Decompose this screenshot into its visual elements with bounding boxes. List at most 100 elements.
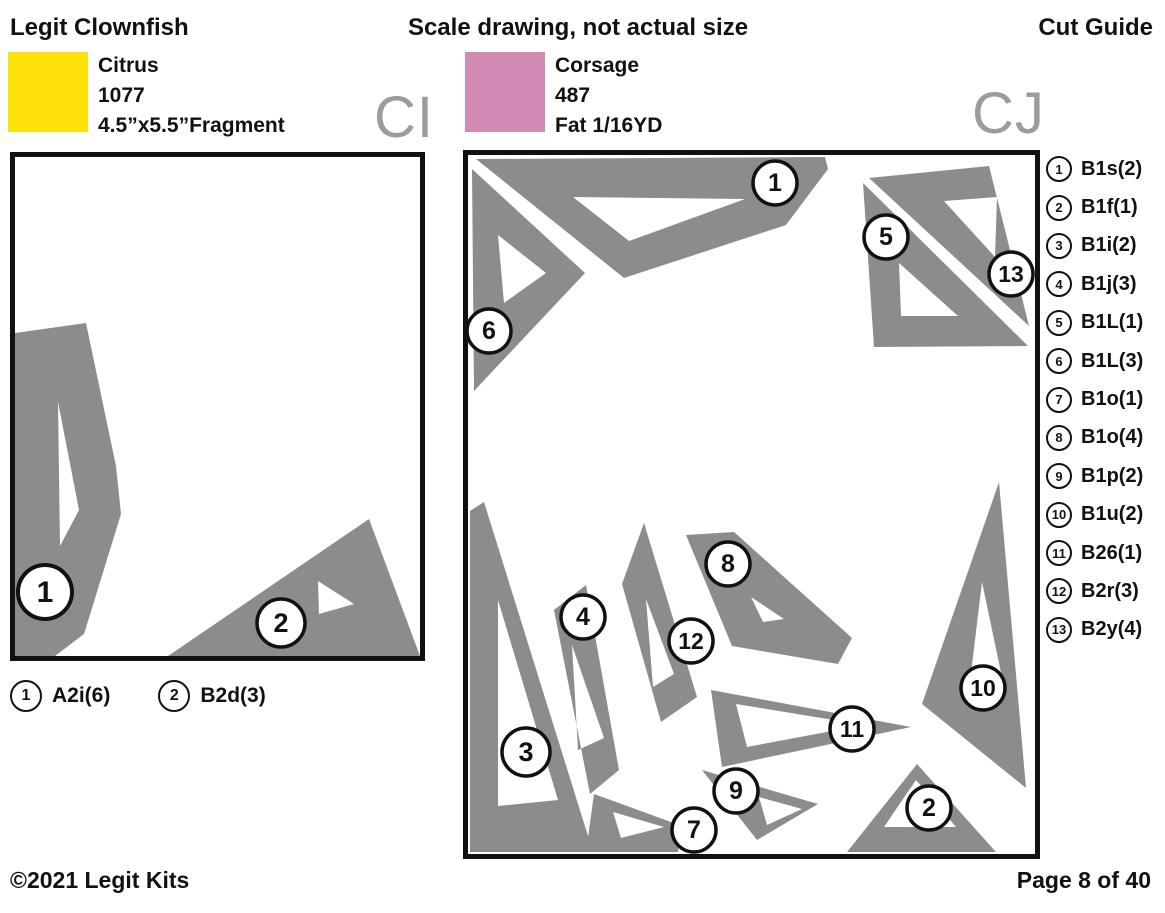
cj-legend-circle: 3 — [1046, 232, 1072, 259]
cj-legend-label: B2y(4) — [1081, 618, 1143, 641]
cj-piece-3-shape — [470, 502, 593, 852]
cj-badge-11: 11 — [828, 705, 876, 753]
fabric-cut: Fat 1/16YD — [555, 114, 663, 137]
fabric-info-corsage: Corsage 487 Fat 1/16YD — [555, 51, 662, 141]
cj-piece-13-shape — [869, 166, 1029, 326]
svg-text:12: 12 — [678, 628, 704, 654]
ci-legend-label-1: A2i(6) — [52, 684, 111, 707]
cj-legend-circle: 12 — [1046, 578, 1072, 605]
svg-text:13: 13 — [998, 261, 1024, 287]
cj-badge-1: 1 — [751, 159, 799, 207]
cj-badge-3: 3 — [500, 726, 552, 778]
cj-legend-circle: 8 — [1046, 424, 1072, 451]
cj-badge-8: 8 — [704, 540, 752, 588]
fabric-swatch-citrus — [8, 52, 88, 132]
cj-piece-10-shape — [922, 482, 1026, 788]
fabric-swatch-corsage — [465, 52, 545, 132]
cj-piece-1-shape — [476, 157, 828, 278]
cj-legend-circle: 7 — [1046, 386, 1072, 413]
cj-legend-circle: 4 — [1046, 271, 1072, 298]
cj-legend-circle: 2 — [1046, 194, 1072, 221]
ci-legend-circle-2: 2 — [158, 680, 191, 712]
ci-badge-2: 2 — [255, 597, 307, 649]
svg-text:8: 8 — [721, 550, 735, 578]
ci-legend-circle-1: 1 — [10, 680, 42, 712]
fabric-name: Citrus — [98, 54, 159, 77]
cj-legend-label: B1f(1) — [1081, 196, 1138, 219]
cj-badge-13: 13 — [987, 250, 1035, 298]
cj-legend-item-1: 1 B1s(2) — [1046, 150, 1143, 188]
cj-legend-item-5: 5 B1L(1) — [1046, 304, 1143, 342]
fabric-name: Corsage — [555, 54, 640, 77]
cj-badge-5: 5 — [862, 213, 910, 261]
cj-badge-7: 7 — [670, 806, 718, 854]
cj-badge-2: 2 — [905, 784, 953, 832]
ci-cut-diagram: 1 2 — [15, 323, 420, 656]
cj-piece-2-shape — [847, 764, 996, 852]
cj-legend: 1 B1s(2) 2 B1f(1) 3 B1i(2) 4 B1j(3) 5 B1… — [1046, 150, 1143, 649]
ci-piece-2-shape — [168, 519, 420, 656]
cj-badge-9: 9 — [712, 767, 760, 815]
cj-badge-12: 12 — [667, 617, 715, 665]
cj-legend-circle: 5 — [1046, 309, 1072, 336]
cj-legend-label: B1L(1) — [1081, 311, 1144, 334]
svg-text:2: 2 — [922, 794, 936, 822]
svg-text:4: 4 — [576, 603, 590, 631]
cj-legend-label: B1L(3) — [1081, 349, 1144, 372]
ci-badge-1: 1 — [16, 563, 74, 621]
cj-legend-label: B26(1) — [1081, 541, 1143, 564]
cj-legend-label: B1o(4) — [1081, 426, 1144, 449]
cj-legend-item-8: 8 B1o(4) — [1046, 419, 1143, 457]
fabric-info-citrus: Citrus 1077 4.5”x5.5”Fragment — [98, 51, 285, 141]
svg-text:11: 11 — [840, 716, 865, 742]
copyright-text: ©2021 Legit Kits — [10, 867, 190, 893]
fabric-number: 487 — [555, 84, 591, 107]
cj-legend-item-7: 7 B1o(1) — [1046, 380, 1143, 418]
fabric-number: 1077 — [98, 84, 145, 107]
cj-legend-label: B1p(2) — [1081, 464, 1144, 487]
cj-legend-label: B1i(2) — [1081, 234, 1137, 257]
cj-legend-circle: 13 — [1046, 616, 1072, 643]
project-title: Legit Clownfish — [10, 14, 189, 41]
cj-legend-label: B2r(3) — [1081, 579, 1139, 602]
cj-legend-item-13: 13 B2y(4) — [1046, 611, 1143, 649]
cj-piece-11-shape — [711, 690, 911, 767]
cj-badge-4: 4 — [559, 593, 607, 641]
cj-piece-4-shape — [554, 585, 619, 794]
cj-legend-label: B1s(2) — [1081, 157, 1143, 180]
ci-cut-panel: 1 2 — [10, 152, 425, 661]
cj-legend-item-4: 4 B1j(3) — [1046, 265, 1143, 303]
section-code-ci: CI — [374, 85, 434, 150]
cj-legend-circle: 9 — [1046, 463, 1072, 490]
cj-badge-10: 10 — [959, 664, 1007, 712]
scale-note: Scale drawing, not actual size — [407, 14, 749, 41]
section-code-cj: CJ — [972, 81, 1045, 146]
page-number: Page 8 of 40 — [1016, 867, 1151, 893]
cj-legend-item-12: 12 B2r(3) — [1046, 572, 1143, 610]
fabric-cut: 4.5”x5.5”Fragment — [98, 114, 285, 137]
svg-text:3: 3 — [518, 737, 533, 767]
page-title: Cut Guide — [1038, 14, 1153, 41]
svg-text:9: 9 — [729, 777, 743, 805]
svg-text:5: 5 — [879, 223, 893, 251]
cj-cut-panel: 1 5 13 6 8 4 1 — [463, 150, 1040, 859]
svg-text:7: 7 — [687, 816, 701, 844]
cj-legend-circle: 11 — [1046, 540, 1072, 567]
cj-legend-label: B1o(1) — [1081, 388, 1144, 411]
svg-text:2: 2 — [273, 608, 288, 638]
cj-legend-item-10: 10 B1u(2) — [1046, 496, 1143, 534]
cj-cut-diagram: 1 5 13 6 8 4 1 — [468, 157, 1035, 854]
cj-legend-label: B1u(2) — [1081, 503, 1144, 526]
cj-piece-7-shape — [586, 794, 682, 852]
cj-piece-12-shape — [622, 523, 697, 722]
cj-badge-6: 6 — [468, 307, 513, 355]
cj-legend-label: B1j(3) — [1081, 272, 1137, 295]
cj-legend-item-9: 9 B1p(2) — [1046, 457, 1143, 495]
cj-legend-item-11: 11 B26(1) — [1046, 534, 1143, 572]
cj-legend-item-3: 3 B1i(2) — [1046, 227, 1143, 265]
svg-text:1: 1 — [768, 169, 782, 197]
ci-legend: 1 A2i(6) 2 B2d(3) — [10, 680, 266, 712]
cj-legend-circle: 6 — [1046, 348, 1072, 375]
cj-legend-circle: 1 — [1046, 156, 1072, 183]
